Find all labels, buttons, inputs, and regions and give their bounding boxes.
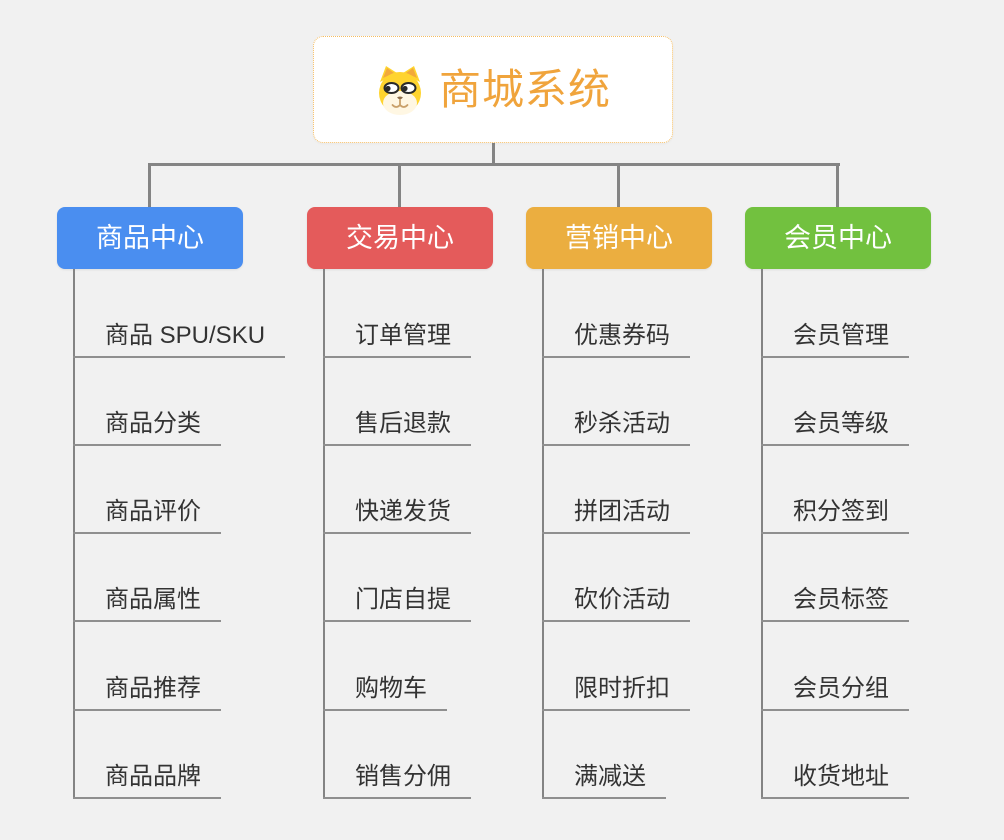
branch-label: 商品中心 [96,222,204,253]
child-node[interactable]: 优惠券码 [542,324,690,358]
child-node[interactable]: 销售分佣 [323,765,471,799]
branch-label: 营销中心 [565,222,673,253]
connector-branch-drop [398,163,401,208]
branch-node-3[interactable]: 营销中心 [526,207,712,269]
child-node[interactable]: 订单管理 [323,324,471,358]
child-node[interactable]: 会员标签 [761,588,909,622]
child-node[interactable]: 商品 SPU/SKU [73,324,286,358]
child-node[interactable]: 商品推荐 [73,677,221,711]
child-node[interactable]: 会员分组 [761,677,909,711]
branch-children-line [761,269,763,799]
child-node[interactable]: 满减送 [542,765,666,799]
child-node[interactable]: 会员等级 [761,412,909,446]
child-node[interactable]: 拼团活动 [542,500,690,534]
connector-branch-drop [617,163,620,208]
connector-horizontal-rail [148,163,840,166]
branch-children-line [323,269,325,799]
child-node[interactable]: 收货地址 [761,765,909,799]
child-node[interactable]: 门店自提 [323,588,471,622]
child-node[interactable]: 商品分类 [73,412,221,446]
child-node[interactable]: 砍价活动 [542,588,690,622]
connector-branch-drop [148,163,151,208]
branch-label: 会员中心 [784,222,892,253]
child-node[interactable]: 会员管理 [761,324,909,358]
child-node[interactable]: 购物车 [323,677,447,711]
branch-node-4[interactable]: 会员中心 [745,207,931,269]
branch-node-2[interactable]: 交易中心 [307,207,493,269]
child-node[interactable]: 限时折扣 [542,677,690,711]
connector-branch-drop [836,163,839,208]
dog-face-icon [375,64,425,116]
root-title: 商城系统 [438,65,611,113]
child-node[interactable]: 商品属性 [73,588,221,622]
child-node[interactable]: 秒杀活动 [542,412,690,446]
connector-root-stub [492,143,495,164]
child-node[interactable]: 积分签到 [761,500,909,534]
branch-children-line [73,269,75,799]
child-node[interactable]: 商品评价 [73,500,221,534]
branch-children-line [542,269,544,799]
child-node[interactable]: 快递发货 [323,500,471,534]
child-node[interactable]: 商品品牌 [73,765,221,799]
child-node[interactable]: 售后退款 [323,412,471,446]
branch-label: 交易中心 [346,222,454,253]
branch-node-1[interactable]: 商品中心 [57,207,243,269]
root-node[interactable]: 商城系统 [313,36,673,143]
